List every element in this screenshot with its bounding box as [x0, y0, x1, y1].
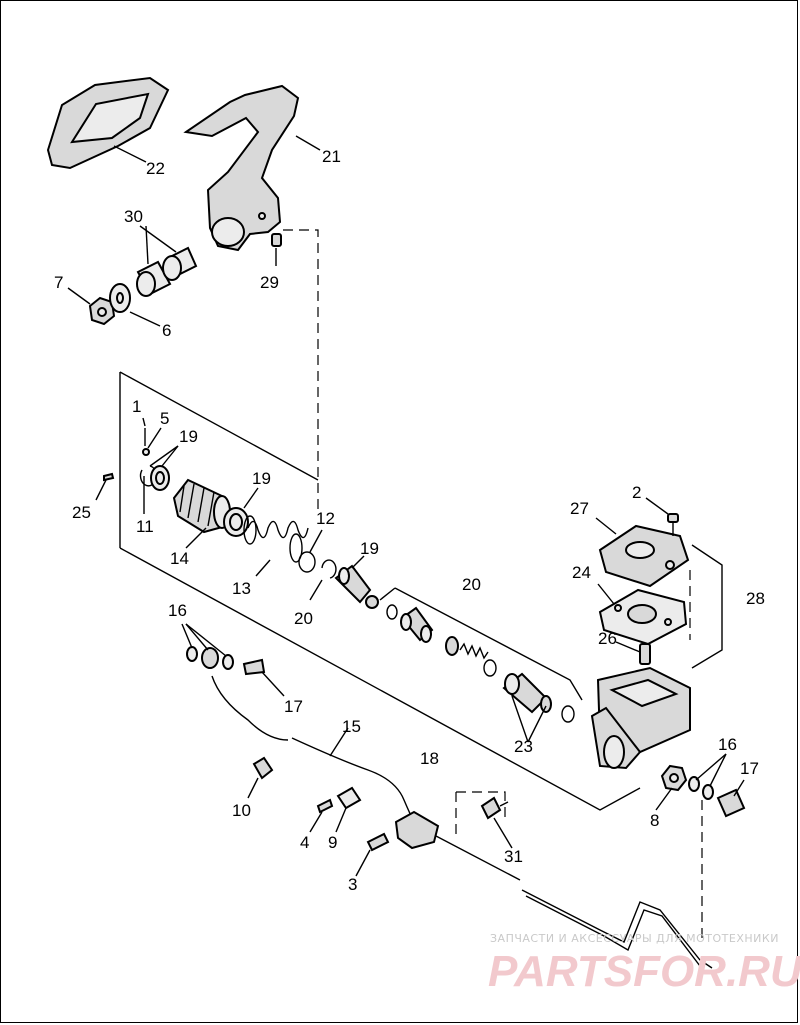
part-8-nut — [660, 764, 688, 792]
callout-16-b: 16 — [718, 735, 737, 754]
part-22-foot-pad — [46, 76, 170, 170]
callout-2: 2 — [632, 483, 641, 502]
part-31-brake-switch — [480, 796, 509, 820]
callout-21: 21 — [322, 147, 341, 166]
part-16-washers-right — [688, 776, 714, 800]
part-26-bleeder — [639, 643, 651, 665]
callout-30: 30 — [124, 207, 143, 226]
callout-7: 7 — [54, 273, 63, 292]
part-29-grease-fitting — [271, 233, 282, 247]
part-23-fitting — [502, 672, 575, 723]
callout-10: 10 — [232, 801, 251, 820]
callout-13: 13 — [232, 579, 251, 598]
callout-6: 6 — [162, 321, 171, 340]
callout-20-a: 20 — [294, 609, 313, 628]
part-3-screw — [366, 832, 390, 852]
banjo-fitting-left — [201, 647, 219, 669]
part-15-brake-hose — [211, 675, 415, 823]
callout-27: 27 — [570, 499, 589, 518]
brake-line — [394, 810, 713, 969]
part-5-clip — [142, 448, 150, 456]
callout-19-a: 19 — [179, 427, 198, 446]
watermark-brand: PARTSFOR.RU — [488, 947, 800, 996]
part-9-clip — [336, 786, 362, 810]
callout-8: 8 — [650, 811, 659, 830]
part-10-clamp — [252, 756, 274, 780]
part-13-spring — [243, 515, 309, 563]
part-25-bolt — [103, 472, 115, 482]
part-17-bolt-right — [716, 788, 746, 818]
callout-25: 25 — [72, 503, 91, 522]
callout-31: 31 — [504, 847, 523, 866]
part-19-push-rod — [334, 564, 379, 609]
callout-11: 11 — [136, 517, 154, 536]
callout-26: 26 — [598, 629, 617, 648]
part-27-reservoir-cover — [598, 524, 690, 588]
part-17-bolt-left — [242, 658, 266, 676]
part-30-bushings — [136, 246, 198, 297]
callout-5: 5 — [160, 409, 169, 428]
watermark-tagline: ЗАПЧАСТИ И АКСЕССУАРЫ ДЛЯ МОТОТЕХНИКИ — [490, 932, 779, 945]
callouts: 22 21 30 7 6 29 1 5 19 25 11 19 14 13 12… — [54, 147, 765, 894]
part-7-nut — [88, 296, 116, 326]
part-19-washer-a — [150, 465, 170, 491]
part-14-boot — [172, 478, 231, 534]
leader-lines — [67, 135, 745, 877]
part-19-washer-b — [223, 507, 249, 537]
callout-28: 28 — [746, 589, 765, 608]
part-2-screw — [667, 513, 679, 536]
part-21-brake-lever — [183, 84, 300, 252]
callout-12: 12 — [316, 509, 335, 528]
callout-20-b: 20 — [462, 575, 481, 594]
callout-17-a: 17 — [284, 697, 303, 716]
assembly-lines — [119, 229, 723, 940]
callout-9: 9 — [328, 833, 337, 852]
watermark: ЗАПЧАСТИ И АКСЕССУАРЫ ДЛЯ МОТОТЕХНИКИ PA… — [488, 932, 800, 996]
callout-3: 3 — [348, 875, 357, 894]
part-12-o-ring — [298, 551, 316, 573]
callout-1: 1 — [132, 397, 141, 416]
callout-23: 23 — [514, 737, 533, 756]
part-20-retaining-ring-a — [321, 559, 337, 579]
callout-24: 24 — [572, 563, 591, 582]
part-24-diaphragm — [598, 588, 688, 646]
part-20-piston-group — [386, 604, 497, 677]
part-4-screw — [316, 798, 334, 814]
callout-22: 22 — [146, 159, 165, 178]
callout-16-a: 16 — [168, 601, 187, 620]
callout-17-b: 17 — [740, 759, 759, 778]
callout-15: 15 — [342, 717, 361, 736]
part-6-washer — [109, 283, 131, 313]
callout-4: 4 — [300, 833, 309, 852]
callout-19-b: 19 — [252, 469, 271, 488]
callout-14: 14 — [170, 549, 189, 568]
callout-29: 29 — [260, 273, 279, 292]
master-cylinder-body — [590, 666, 691, 770]
callout-18: 18 — [420, 749, 439, 768]
callout-19-c: 19 — [360, 539, 379, 558]
